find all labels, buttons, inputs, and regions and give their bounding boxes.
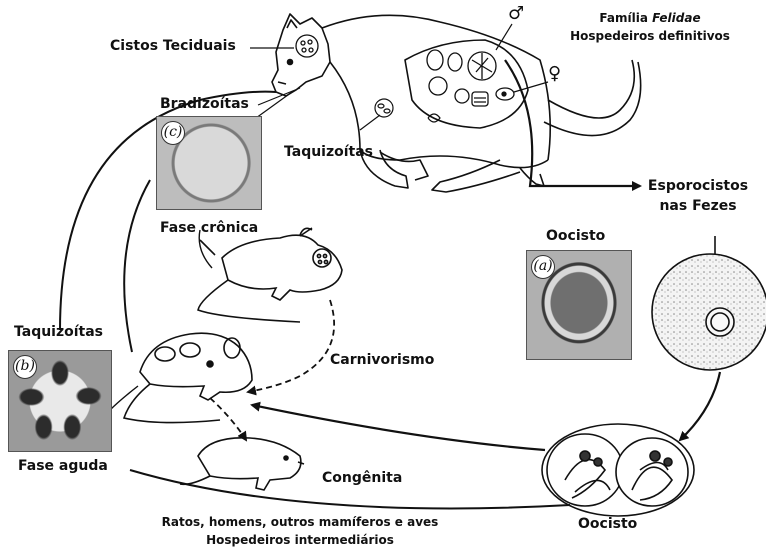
cat-back bbox=[322, 15, 550, 160]
panel-b-badge: (b) bbox=[13, 355, 37, 379]
cat-tachyzoites bbox=[375, 99, 440, 122]
micrograph-tachyzoites: (b) bbox=[8, 350, 112, 452]
label-familia-felidae: Família Felidae bbox=[540, 12, 760, 26]
arrow-oocyst-to-rodent bbox=[252, 405, 545, 450]
leader-lines bbox=[250, 24, 548, 130]
label-congenita: Congênita bbox=[322, 470, 402, 486]
cat-intestine bbox=[405, 40, 528, 128]
arrow-to-bottom-oocyst bbox=[680, 372, 720, 440]
rodent-congenital bbox=[180, 438, 304, 490]
cat-eye bbox=[288, 60, 293, 65]
cat-hind-leg bbox=[432, 160, 520, 192]
label-taquizoitas-cat: Taquizoítas bbox=[284, 144, 373, 160]
cat-ear-inner bbox=[287, 20, 297, 28]
bottom-oocyst-drawing bbox=[542, 424, 694, 516]
label-familia-prefix: Família bbox=[599, 11, 652, 25]
label-bradizoitas: Bradizoítas bbox=[160, 96, 249, 112]
label-fase-aguda: Fase aguda bbox=[18, 458, 108, 474]
micrograph-oocyst: (a) bbox=[526, 250, 632, 360]
cat-tissue-cysts bbox=[296, 35, 318, 57]
arrow-congenital bbox=[210, 398, 246, 440]
arrow-carnivorism bbox=[248, 300, 334, 392]
label-oocisto-bottom: Oocisto bbox=[578, 516, 637, 532]
label-taquizoitas-left: Taquizoítas bbox=[14, 324, 103, 340]
connector-left-photo bbox=[110, 386, 138, 410]
label-fase-cronica: Fase crônica bbox=[160, 220, 258, 236]
label-felidae: Felidae bbox=[652, 11, 700, 25]
panel-c-badge: (c) bbox=[161, 121, 185, 145]
sporocyst-drawing bbox=[652, 254, 766, 370]
cat-nose bbox=[278, 82, 286, 84]
rat-acute bbox=[124, 333, 252, 422]
male-symbol: ♂ bbox=[508, 4, 524, 25]
rat-chronic bbox=[198, 228, 342, 322]
label-cistos-teciduais: Cistos Teciduais bbox=[110, 38, 236, 54]
label-esporocistos: Esporocistos bbox=[638, 178, 758, 194]
label-carnivorismo: Carnivorismo bbox=[330, 352, 434, 368]
micrograph-bradyzoite-cyst: (c) bbox=[156, 116, 262, 210]
label-hospedeiros-intermediarios: Hospedeiros intermediários bbox=[140, 534, 460, 548]
label-hospedeiros-definitivos: Hospedeiros definitivos bbox=[540, 30, 760, 44]
panel-a-badge: (a) bbox=[531, 255, 555, 279]
label-oocisto-photo: Oocisto bbox=[546, 228, 605, 244]
intestinal-stages bbox=[427, 50, 514, 106]
label-nas-fezes: nas Fezes bbox=[638, 198, 758, 214]
female-symbol: ♀ bbox=[548, 64, 561, 85]
loop-left-inner bbox=[124, 180, 150, 352]
label-hosts-list: Ratos, homens, outros mamíferos e aves bbox=[140, 516, 460, 530]
